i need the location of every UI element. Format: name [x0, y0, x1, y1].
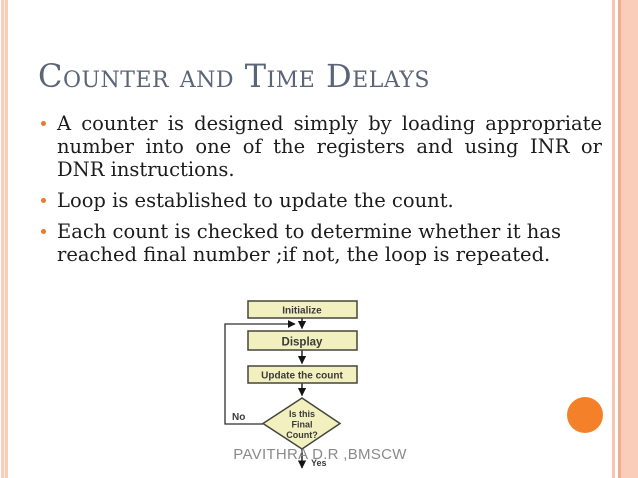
flow-node-decision-line3: Count? [286, 430, 318, 440]
left-border-stripe [0, 0, 9, 478]
flow-label-no: No [232, 412, 245, 423]
flow-node-decision-line1: Is this [289, 409, 315, 419]
bullet-line: DNR instructions. [57, 158, 235, 181]
flow-label-yes: Yes [311, 458, 327, 468]
bullet-line: Loop is established to update the count. [57, 189, 454, 212]
bullet-item: Loop is established to update the count. [40, 189, 602, 212]
flow-node-initialize [247, 300, 358, 319]
flow-node-initialize-label: Initialize [282, 306, 322, 317]
slide-title: Counter and Time Delays [38, 57, 430, 95]
flow-node-decision-line2: Final [291, 420, 312, 430]
bullet-icon [41, 229, 46, 234]
flow-node-update-count-label: Update the count [261, 371, 343, 382]
right-border-stripe [610, 0, 638, 478]
bullet-line: Each count is checked to determine wheth… [57, 220, 562, 243]
bullet-line: A counter is designed simply by loading … [57, 112, 602, 135]
slide-footer: PAVITHRA D.R ,BMSCW [233, 446, 407, 463]
flow-node-decision [261, 397, 342, 450]
bullet-line: reached final number ;if not, the loop i… [57, 243, 551, 266]
bullet-icon [41, 198, 46, 203]
flow-node-display [247, 330, 358, 351]
flowchart-diagram: Initialize Display Update the count Is t… [224, 300, 358, 469]
bullet-icon [41, 121, 46, 126]
flow-node-display-label: Display [282, 337, 324, 349]
flow-edge-no-loop [224, 320, 296, 425]
bullet-item: Each count is checked to determine wheth… [40, 220, 602, 266]
flow-node-update-count [247, 365, 358, 384]
accent-circle [567, 397, 603, 433]
bullet-list: A counter is designed simply by loading … [40, 112, 602, 274]
bullet-item: A counter is designed simply by loading … [40, 112, 602, 181]
bullet-line: number into one of the registers and usi… [57, 135, 602, 158]
